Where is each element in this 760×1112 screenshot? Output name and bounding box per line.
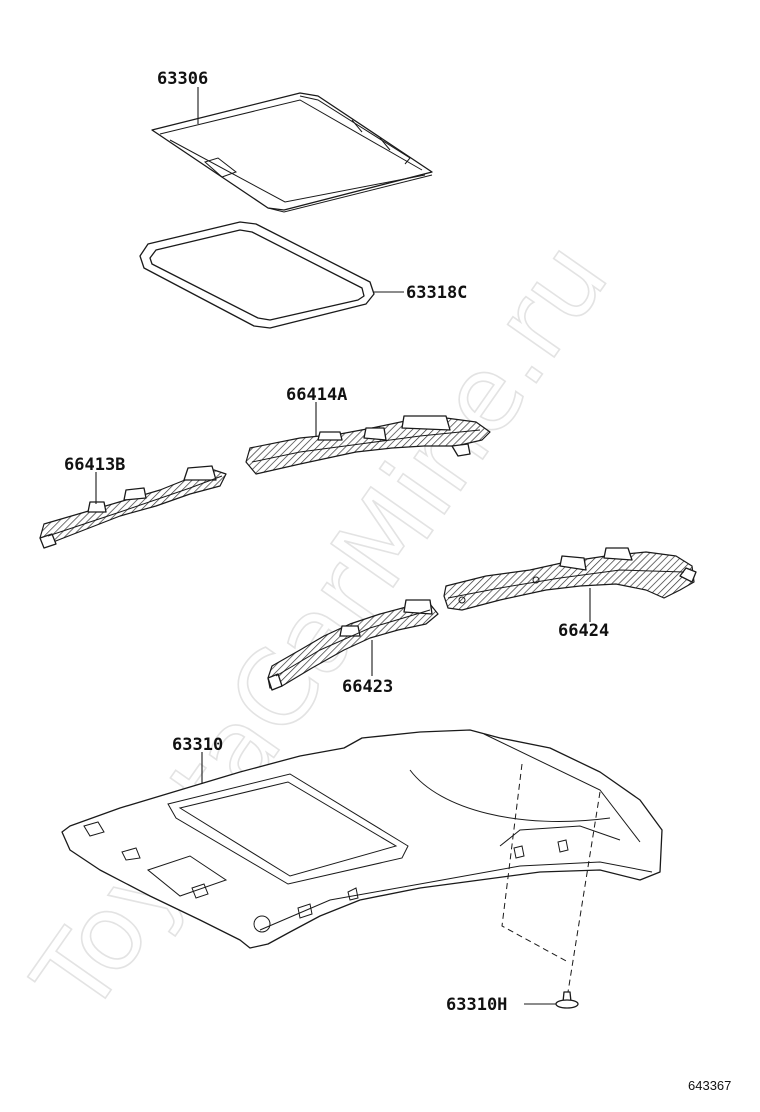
sunshade-part (151, 92, 433, 213)
rail-66423-part (267, 599, 439, 691)
weatherstrip-part (139, 221, 375, 329)
part-label-63318c: 63318C (406, 283, 467, 303)
part-label-63310h: 63310H (446, 995, 507, 1015)
clip-part (555, 991, 579, 1009)
part-label-63306: 63306 (157, 69, 208, 89)
install-line-right (567, 791, 601, 993)
diagram-id: 643367 (688, 1078, 731, 1093)
headliner-part (61, 729, 663, 949)
part-label-66424: 66424 (558, 621, 609, 641)
rail-66424-part (443, 547, 697, 611)
install-line-left (501, 763, 569, 963)
part-label-63310: 63310 (172, 735, 223, 755)
part-label-66423: 66423 (342, 677, 393, 697)
rail-66414a-part (245, 415, 491, 475)
part-label-66413b: 66413B (64, 455, 125, 475)
rail-66413b-part (39, 465, 227, 549)
part-label-66414a: 66414A (286, 385, 347, 405)
